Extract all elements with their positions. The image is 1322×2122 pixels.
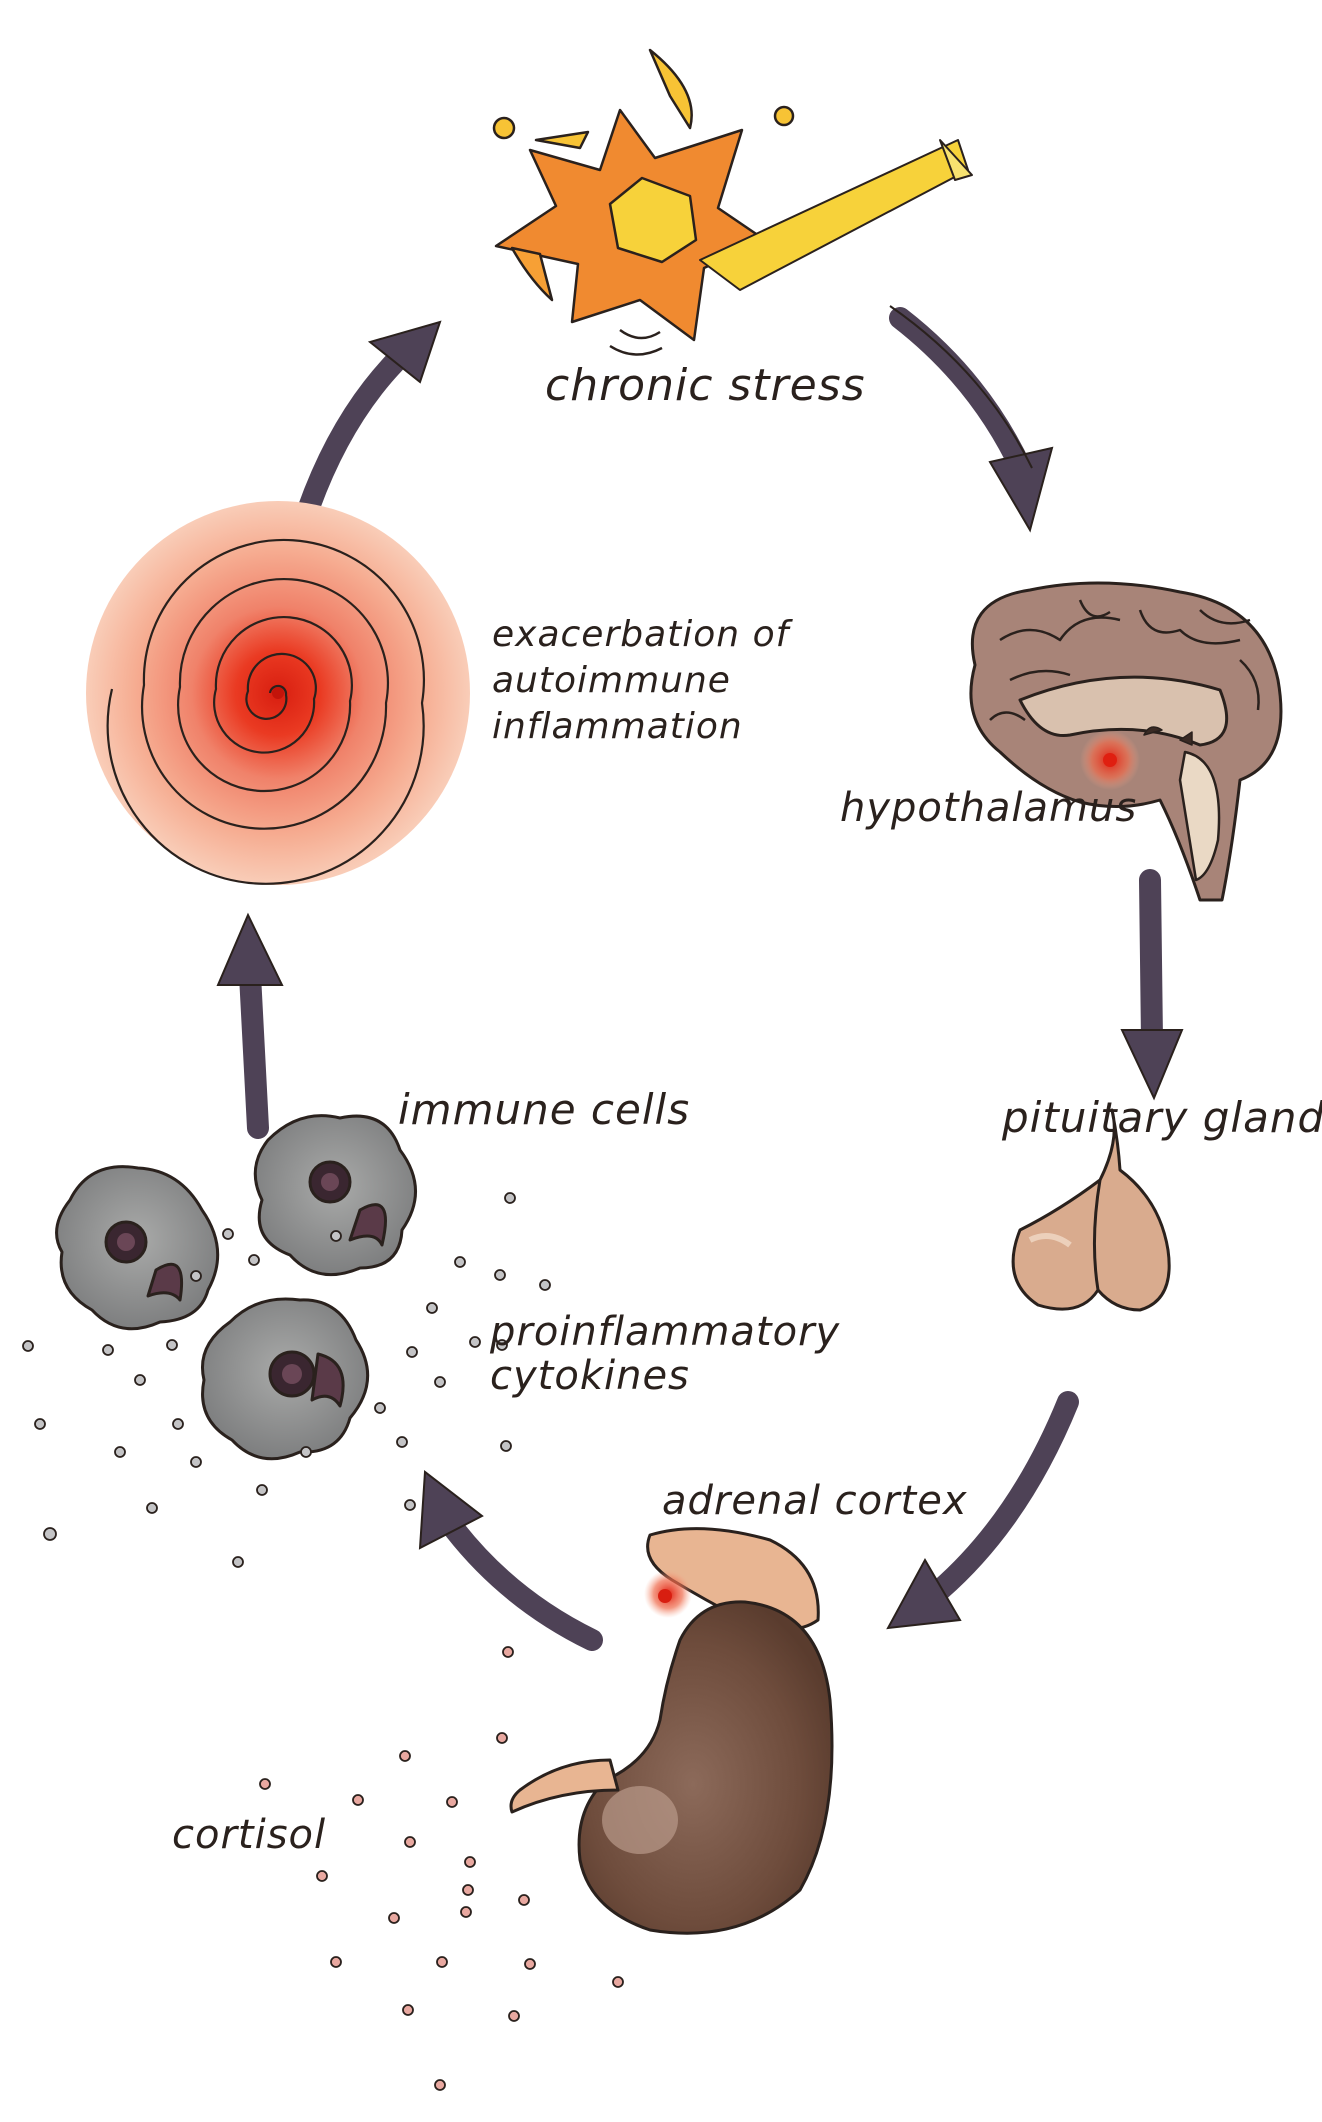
label-cortisol: cortisol [172, 1812, 327, 1858]
label-pituitary-gland: pituitary gland [1002, 1093, 1322, 1142]
arrow-hypothalamus-to-pituitary [1120, 869, 1184, 1101]
label-autoimmune-inflammation: exacerbation of autoimmune inflammation [492, 614, 790, 747]
arrow-inflammation-to-stress [297, 320, 442, 521]
immune-cell [55, 1165, 220, 1331]
arrow-stress-to-hypothalamus [889, 305, 1054, 533]
arrow-pituitary-to-adrenal [886, 1391, 1079, 1630]
label-immune-cells: immune cells [398, 1085, 691, 1134]
inflammation-spiral-icon [86, 501, 470, 885]
cortisol-dots-icon [259, 1646, 624, 2091]
brain-icon [969, 581, 1283, 902]
immune-cell-icon [55, 1114, 417, 1461]
label-adrenal-cortex: adrenal cortex [662, 1478, 968, 1524]
arrow-adrenal-to-immune [418, 1470, 603, 1651]
label-hypothalamus: hypothalamus [840, 785, 1138, 831]
label-chronic-stress: chronic stress [545, 360, 866, 411]
immune-cell [201, 1297, 370, 1461]
label-proinflammatory-cytokines: proinflammatory cytokines [490, 1309, 841, 1399]
pituitary-gland-icon [1011, 1108, 1171, 1312]
kidney-adrenal-icon [509, 1527, 834, 1935]
immune-cell [253, 1114, 417, 1277]
stress-burst-icon [492, 48, 973, 356]
arrow-immune-to-inflammation [216, 912, 284, 1139]
cytokine-dots-icon [22, 1192, 551, 1568]
